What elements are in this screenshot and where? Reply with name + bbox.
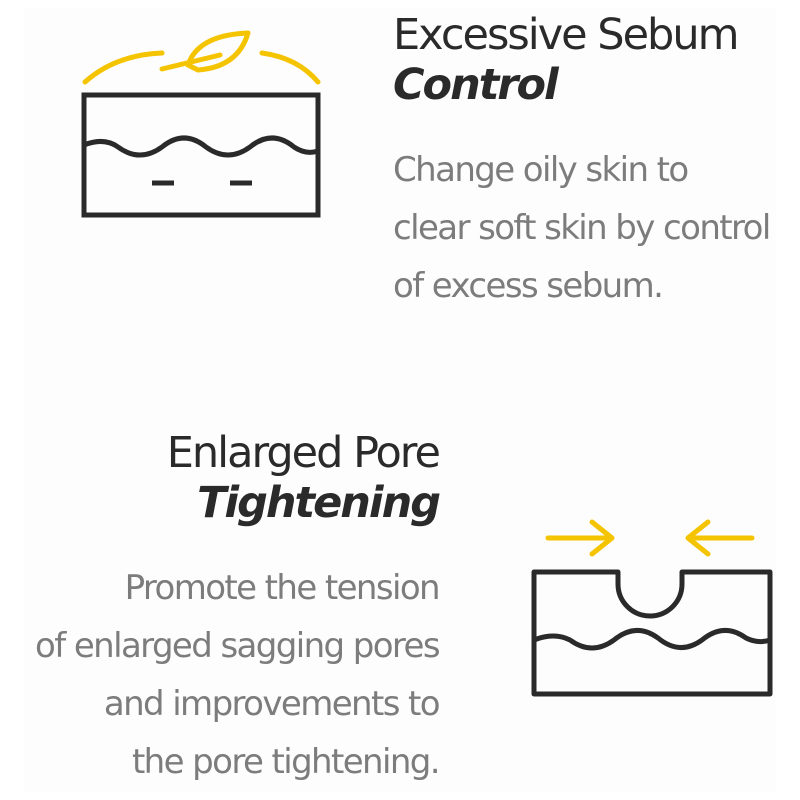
sebum-title-line2: Control bbox=[393, 60, 559, 110]
sebum-description-line: Change oily skin to bbox=[393, 150, 689, 190]
pore-skin-wave bbox=[533, 628, 771, 651]
pore-description-line: and improvements to bbox=[103, 684, 441, 724]
sebum-description-line: clear soft skin by control bbox=[393, 208, 771, 248]
pore-tightening-icon bbox=[531, 519, 773, 697]
sebum-title: Excessive Sebum Control bbox=[393, 10, 739, 110]
accent-arc-left bbox=[82, 50, 165, 85]
pore-title-line1: Enlarged Pore bbox=[166, 428, 441, 478]
pore-description: Promote the tension of enlarged sagging … bbox=[35, 559, 441, 791]
sebum-description-line: of excess sebum. bbox=[393, 266, 664, 306]
leaf-sebum-icon bbox=[81, 30, 321, 218]
skin-wave bbox=[83, 135, 319, 158]
arrow-right-icon bbox=[545, 519, 615, 557]
accent-arc-right bbox=[259, 50, 321, 85]
content-panel bbox=[24, 8, 776, 792]
pore-description-line: Promote the tension bbox=[124, 568, 441, 608]
pore-title-line2: Tightening bbox=[197, 478, 441, 528]
pore-description-line: the pore tightening. bbox=[131, 742, 441, 782]
sebum-description: Change oily skin to clear soft skin by c… bbox=[393, 141, 771, 315]
sebum-title-line1: Excessive Sebum bbox=[393, 10, 739, 60]
skin-block bbox=[81, 92, 321, 218]
pore-skin-outline bbox=[531, 569, 773, 697]
arrow-left-icon bbox=[685, 519, 755, 557]
pore-description-line: of enlarged sagging pores bbox=[35, 626, 441, 666]
leaf-stem bbox=[159, 52, 223, 72]
pore-title: Enlarged Pore Tightening bbox=[166, 428, 441, 528]
leaf-shape bbox=[185, 30, 251, 73]
